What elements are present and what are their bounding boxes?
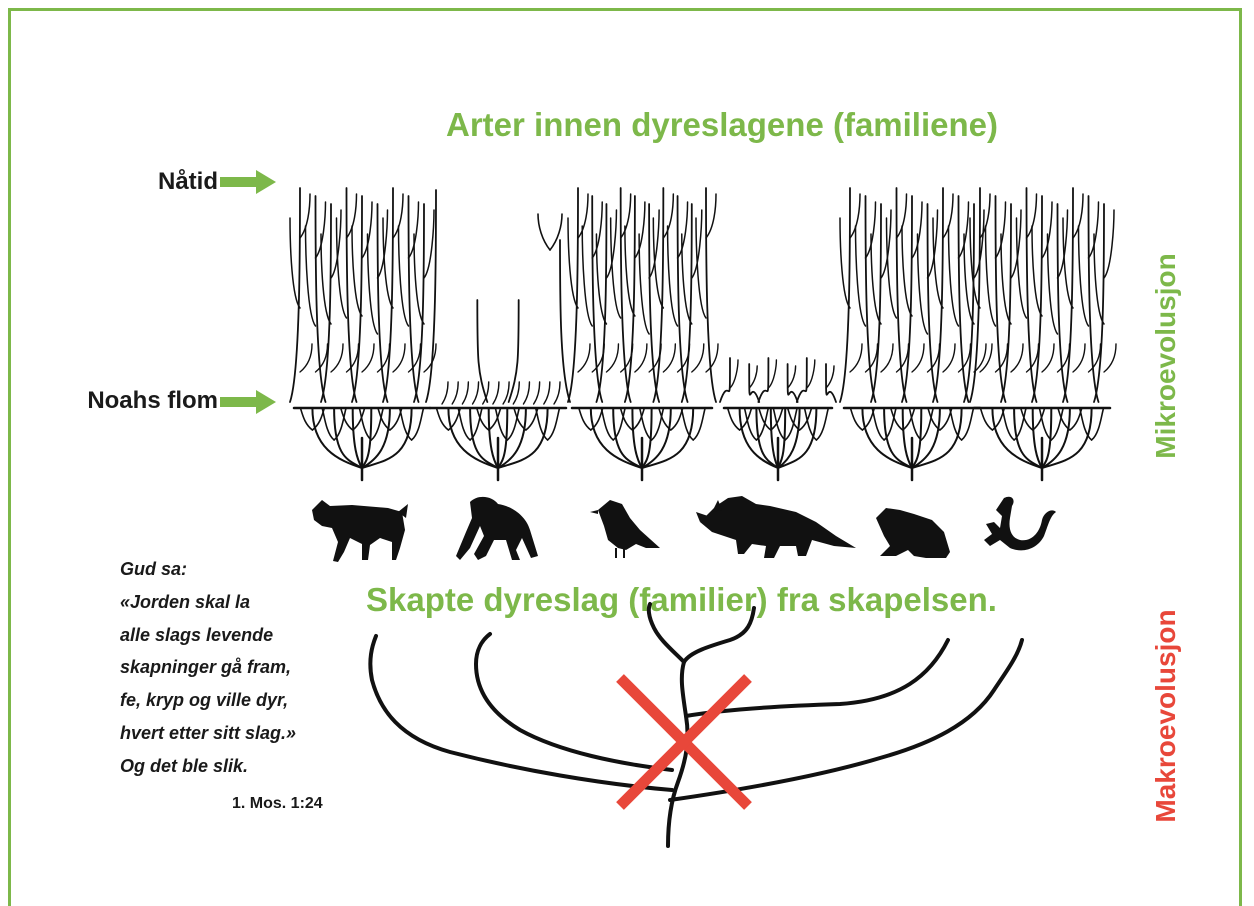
quote-line: fe, kryp og ville dyr, xyxy=(120,684,360,717)
quote-line: hvert etter sitt slag.» xyxy=(120,717,360,750)
micro-evolution-label: Mikroevolusjon xyxy=(1150,246,1182,466)
scripture-reference: 1. Mos. 1:24 xyxy=(232,795,323,813)
quote-line: alle slags levende xyxy=(120,619,360,652)
quote-line: «Jorden skal la xyxy=(120,586,360,619)
macro-evolution-label: Makroevolusjon xyxy=(1150,596,1182,836)
quote-line: skapninger gå fram, xyxy=(120,651,360,684)
quote-line: Og det ble slik. xyxy=(120,750,360,783)
scripture-quote: Gud sa: «Jorden skal la alle slags leven… xyxy=(120,553,360,783)
quote-line: Gud sa: xyxy=(120,553,360,586)
